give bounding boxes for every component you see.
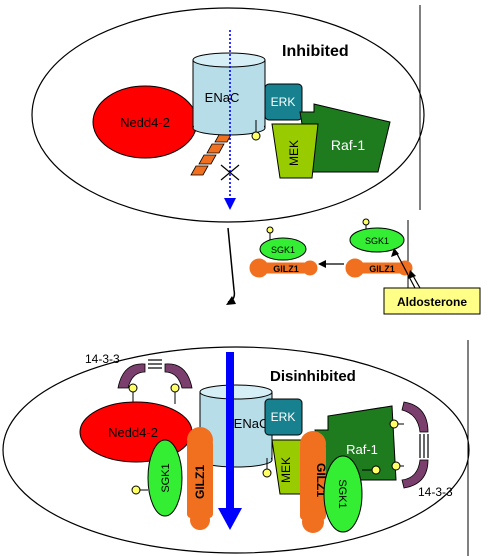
- mid-left-gilz1-label: GILZ1: [273, 264, 299, 274]
- mid-conversion-arrowhead-icon: [318, 260, 326, 268]
- top-state-label: Inhibited: [282, 43, 349, 60]
- top-panel: Inhibited Nedd4-2 ENaC: [31, 5, 425, 223]
- mid-left-sgk1: [259, 237, 307, 261]
- bottom-enac-label: ENaC: [234, 416, 269, 431]
- bottom-mek-label: MEK: [279, 457, 293, 483]
- mid-left-gilz1: [249, 258, 318, 278]
- bottom-14-3-3-left-label: 14-3-3: [85, 352, 120, 366]
- bottom-right-sgk1-label: SGK1: [336, 479, 348, 508]
- bottom-erk-box: [264, 398, 303, 436]
- top-mek-label: MEK: [287, 140, 301, 166]
- bottom-left-sgk1-label: SGK1: [160, 463, 172, 492]
- top-nedd4-2-label: Nedd4-2: [120, 115, 170, 130]
- bottom-right-sgk1: [323, 455, 363, 533]
- aldosterone-label: Aldosterone: [397, 295, 467, 309]
- bottom-right-gilz1: [300, 431, 326, 533]
- flow-curve-arrow: [227, 227, 236, 303]
- top-enac-phosphate: [251, 131, 261, 141]
- top-enac-label: ENaC: [205, 90, 240, 105]
- bottom-panel: Disinhibited 14-3-3 Nedd4-2 ENaC: [2, 340, 470, 556]
- top-erk-label: ERK: [271, 95, 296, 109]
- aldosterone-arrow-gilz1-icon: [408, 270, 416, 279]
- aldosterone-box: [383, 287, 481, 315]
- mid-right-gilz1-label: GILZ1: [369, 264, 395, 274]
- top-block-x-icon: [220, 164, 240, 181]
- bottom-left-gilz1-label: GILZ1: [193, 465, 207, 499]
- bottom-flow-shaft: [226, 352, 234, 512]
- bottom-14-3-3-right-dimer: [401, 401, 429, 489]
- top-enac-channel: [192, 52, 266, 136]
- mid-right-sgk1: [349, 227, 405, 253]
- aldosterone-arrow-sgk1-icon: [391, 248, 399, 257]
- top-erk-box: [264, 83, 303, 121]
- bottom-left-sgk1: [147, 439, 183, 517]
- middle-section: SGK1 GILZ1 SGK1 GILZ1 Aldosterone: [226, 218, 481, 315]
- top-flow-arrowhead-icon: [224, 198, 236, 210]
- top-raf-1-label: Raf-1: [331, 137, 365, 153]
- mid-right-sgk1-label: SGK1: [365, 236, 389, 246]
- bottom-14-3-3-right-label: 14-3-3: [418, 485, 453, 499]
- bottom-flow-arrowhead-icon: [218, 508, 242, 530]
- bottom-state-label: Disinhibited: [270, 368, 356, 385]
- flow-curve-arrowhead-icon: [226, 296, 236, 305]
- bottom-left-gilz1: [187, 427, 213, 530]
- top-mek-shape: [271, 123, 319, 179]
- bottom-nedd4-2-label: Nedd4-2: [108, 425, 158, 440]
- bottom-raf-1-label: Raf-1: [346, 442, 378, 457]
- mid-left-sgk1-label: SGK1: [271, 245, 295, 255]
- bottom-14-3-3-left-dimer: [117, 363, 193, 389]
- bottom-erk-label: ERK: [271, 410, 296, 424]
